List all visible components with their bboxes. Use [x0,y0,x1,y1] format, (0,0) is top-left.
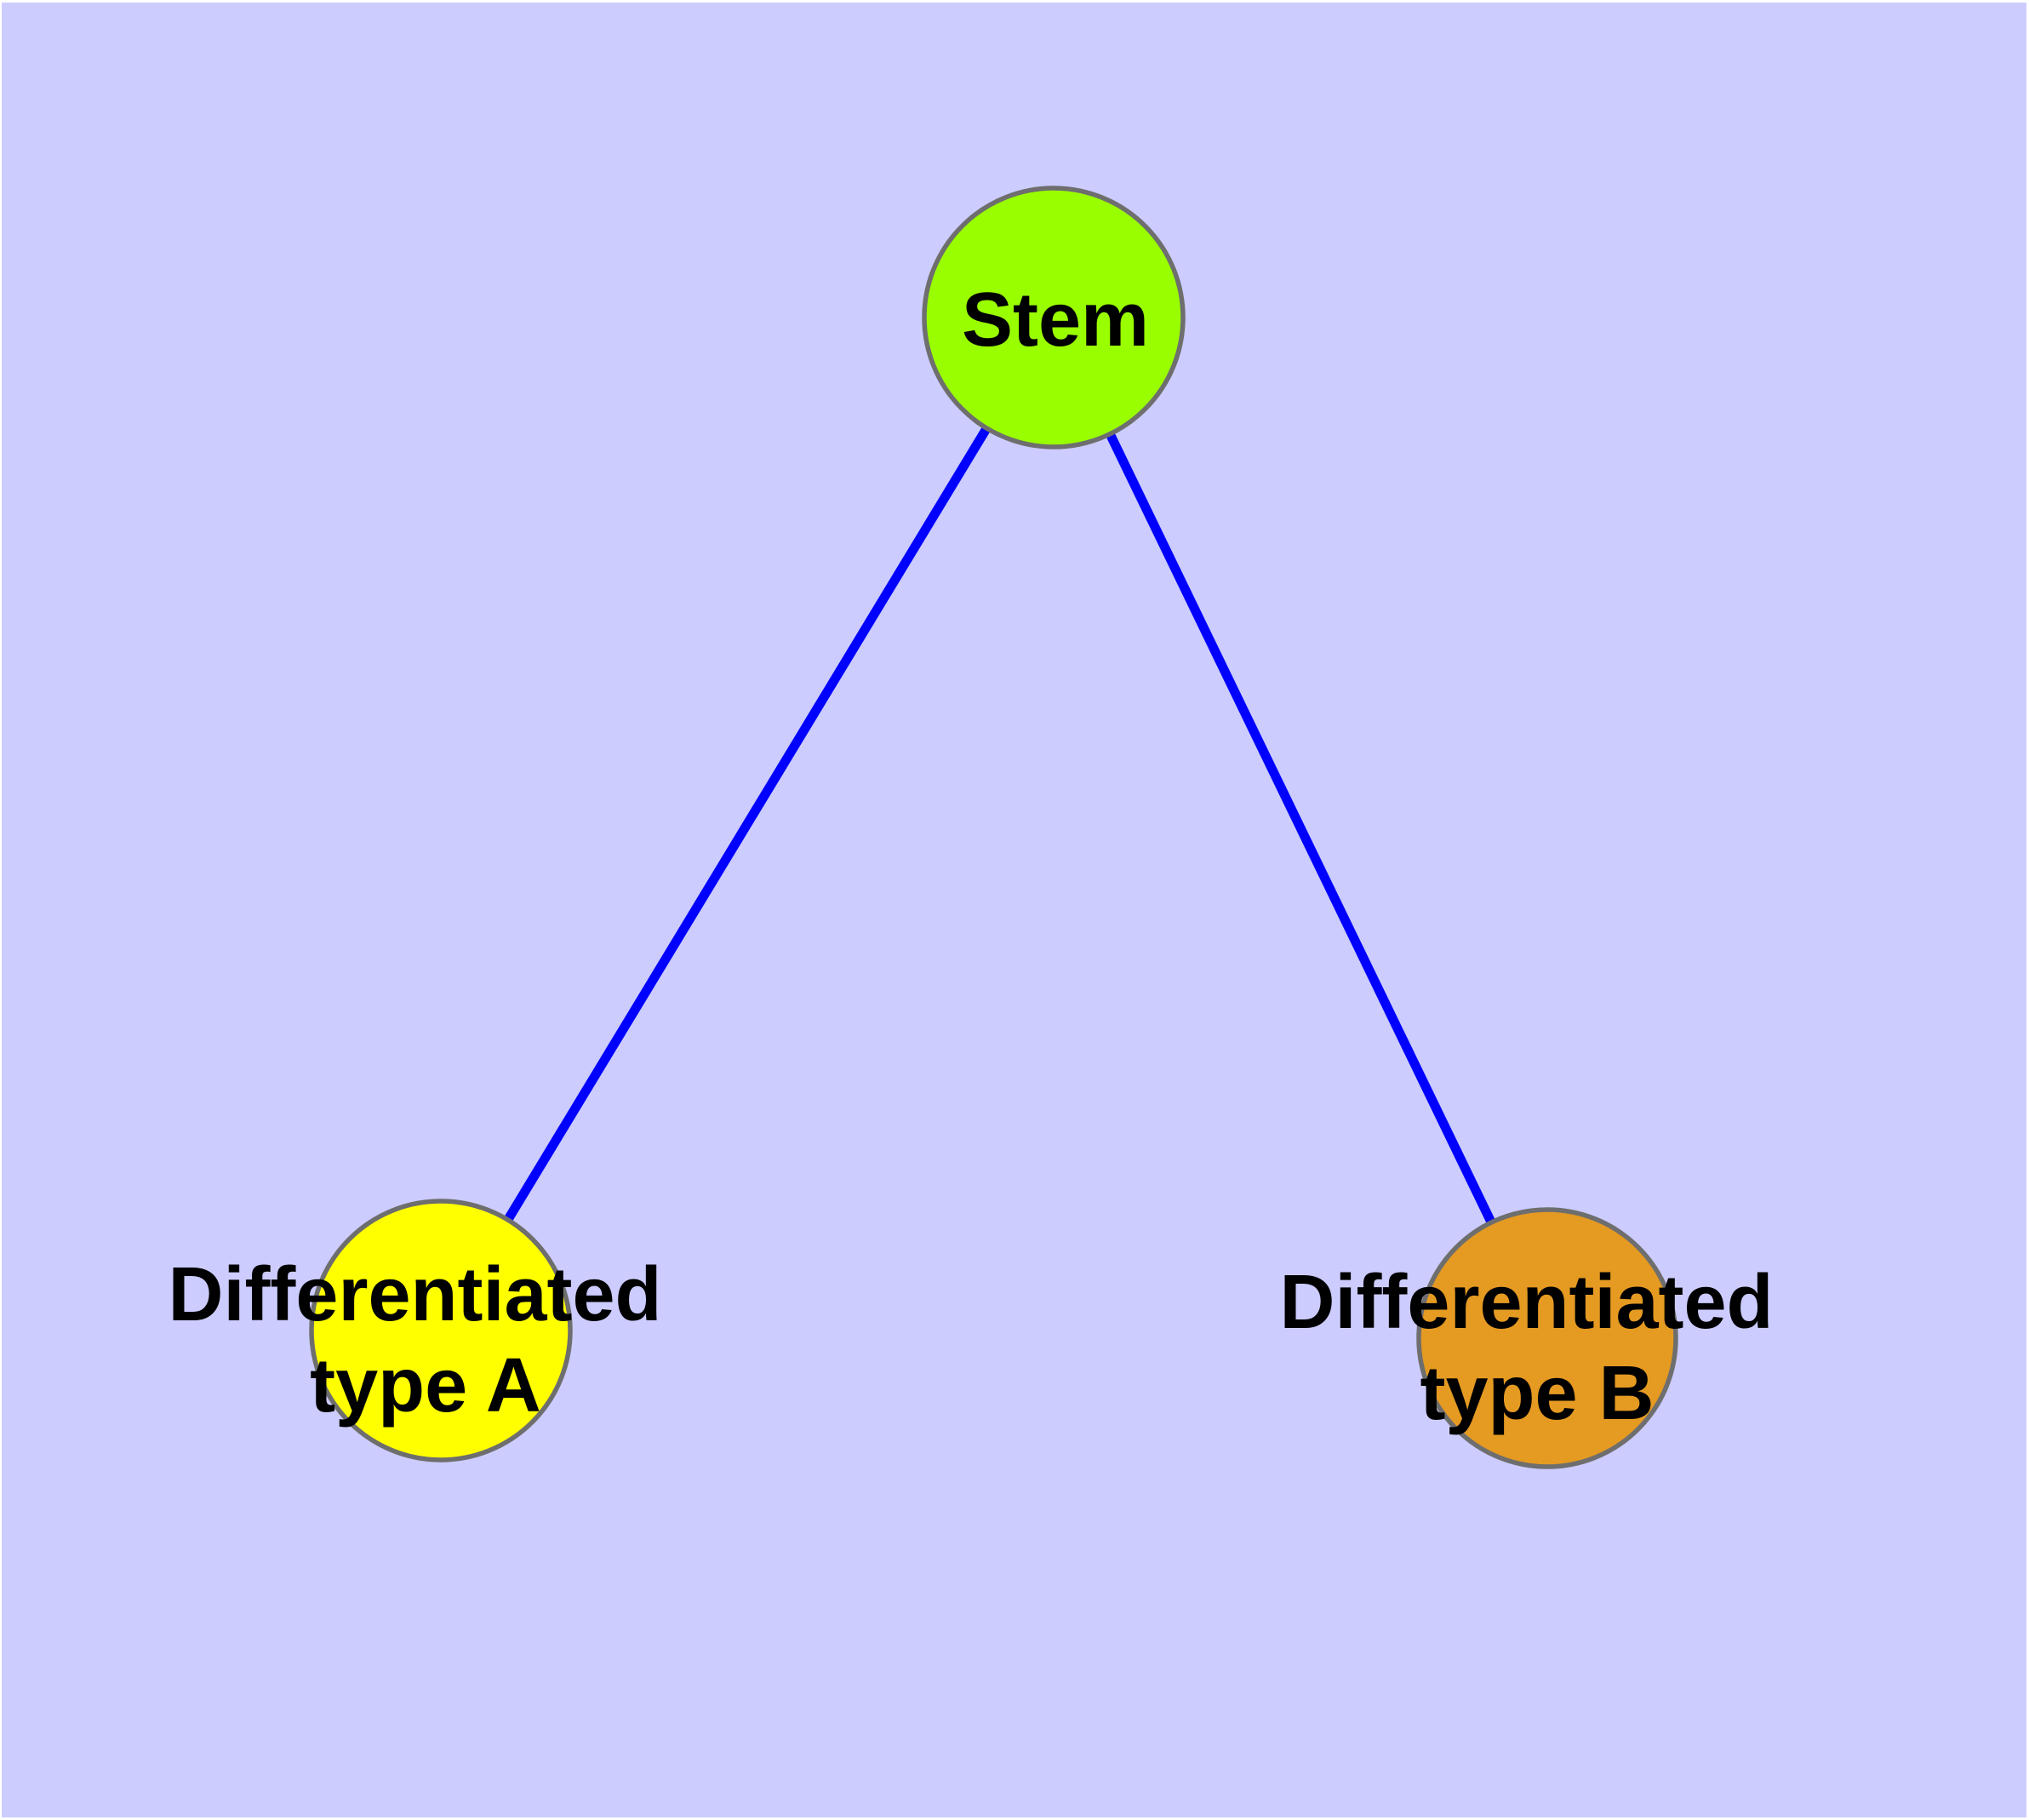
node-label-type-b-line1: Differentiated [1279,1260,1773,1345]
node-label-type-b-line2: type B [1420,1351,1654,1436]
edge-stem-to-type-b [1049,315,1552,1341]
node-label-type-a-line2: type A [310,1343,541,1428]
node-label-type-a: Differentiated type A [168,1252,683,1428]
node-stem [922,186,1186,449]
node-label-type-b: Differentiated type B [1279,1260,1794,1436]
node-label-stem: Stem [962,278,1149,363]
node-label-type-a-line1: Differentiated [168,1252,661,1337]
node-differentiated-type-b [1416,1207,1678,1469]
node-differentiated-type-a [309,1199,573,1462]
edge-stem-to-type-a [437,315,1058,1333]
